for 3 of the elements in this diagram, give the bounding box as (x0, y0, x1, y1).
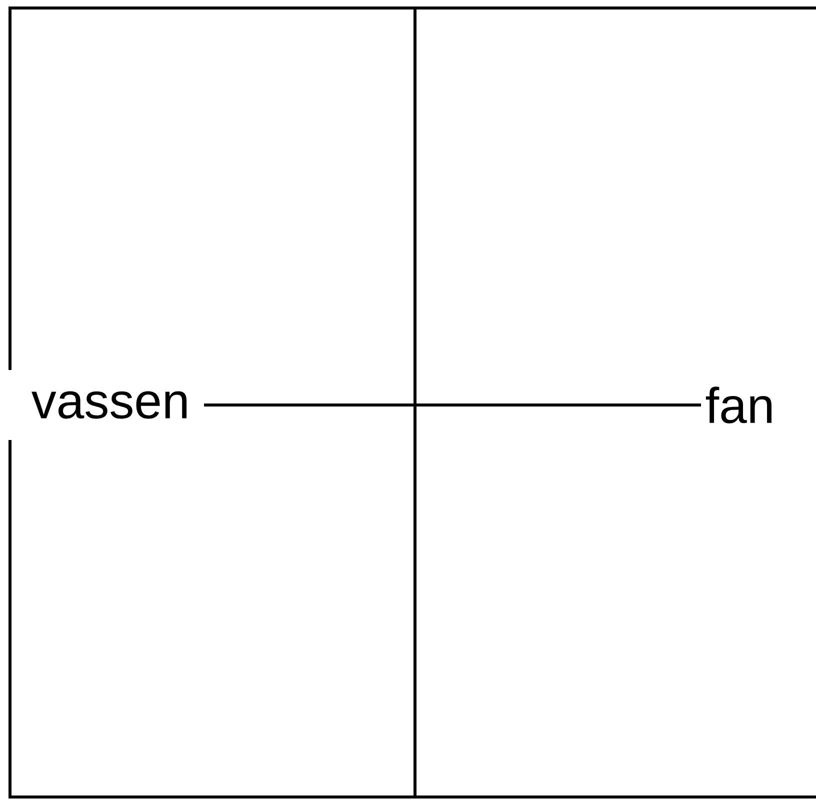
axis-label: fan (706, 386, 772, 424)
axis-line (204, 404, 701, 406)
axis-label: vassen (32, 391, 187, 419)
